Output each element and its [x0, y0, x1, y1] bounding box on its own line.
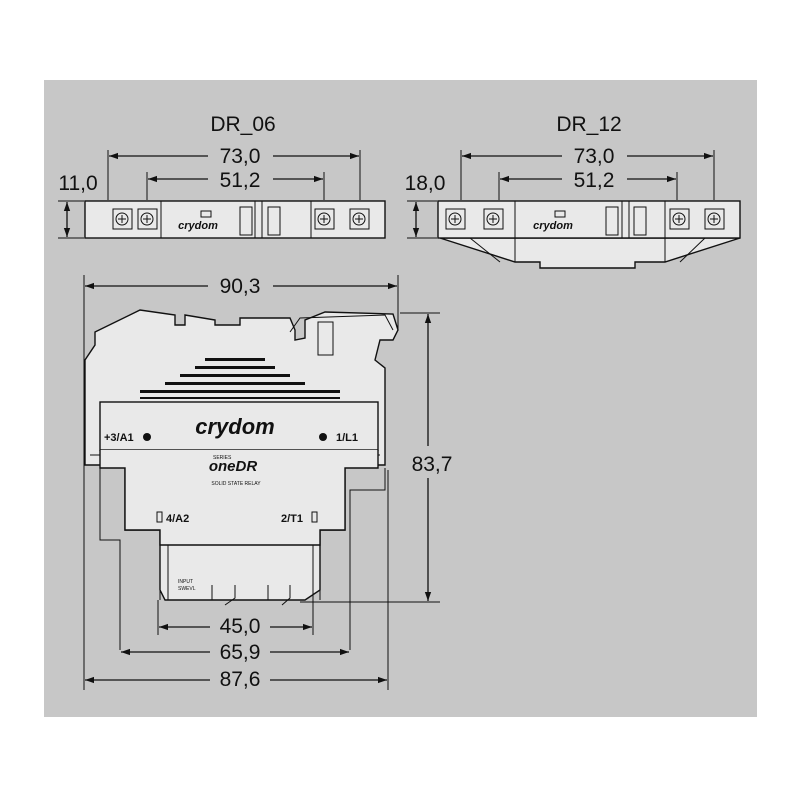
- vent-slots: [140, 358, 340, 399]
- front-panel: [99, 401, 379, 451]
- dr06-width-inner: 51,2: [220, 169, 261, 192]
- terminal-a1-label: +3/A1: [104, 432, 134, 444]
- series-small: SERIES: [213, 455, 232, 461]
- dr06-title: DR_06: [210, 113, 275, 136]
- dr12-height: 18,0: [405, 172, 446, 195]
- dr12-width-total: 73,0: [574, 145, 615, 168]
- series-subtitle: SOLID STATE RELAY: [211, 481, 261, 487]
- dr06-view: DR_06 73,0 51,2 11,0 crydom: [58, 113, 386, 239]
- terminal-l1-label: 1/L1: [336, 432, 358, 444]
- terminal-a1-led-icon: [143, 433, 151, 441]
- front-width-a: 45,0: [220, 615, 261, 638]
- front-view: 90,3 crydom +3/A1 1/L1 SERIES: [83, 273, 459, 691]
- front-brand: crydom: [195, 414, 274, 439]
- dr06-brand: crydom: [178, 220, 218, 232]
- front-height: 83,7: [412, 453, 453, 476]
- terminal-t1-label: 2/T1: [281, 513, 303, 525]
- dr12-view: DR_12 73,0 51,2 18,0 crydom: [405, 113, 741, 269]
- front-width-c: 87,6: [220, 668, 261, 691]
- dr12-base: [439, 237, 741, 269]
- dr12-body: [437, 200, 741, 239]
- front-width-b: 65,9: [220, 641, 261, 664]
- dr06-body: [84, 200, 386, 239]
- date-code-2: SWEVL: [178, 586, 196, 592]
- date-code: INPUT: [178, 579, 193, 585]
- dr12-width-inner: 51,2: [574, 169, 615, 192]
- front-width-top: 90,3: [220, 275, 261, 298]
- dr12-brand: crydom: [533, 220, 573, 232]
- series-name: oneDR: [209, 458, 258, 475]
- dr12-title: DR_12: [556, 113, 621, 136]
- dr06-height: 11,0: [58, 172, 97, 195]
- terminal-a2-label: 4/A2: [166, 513, 189, 525]
- terminal-l1-led-icon: [319, 433, 327, 441]
- dr06-width-total: 73,0: [220, 145, 261, 168]
